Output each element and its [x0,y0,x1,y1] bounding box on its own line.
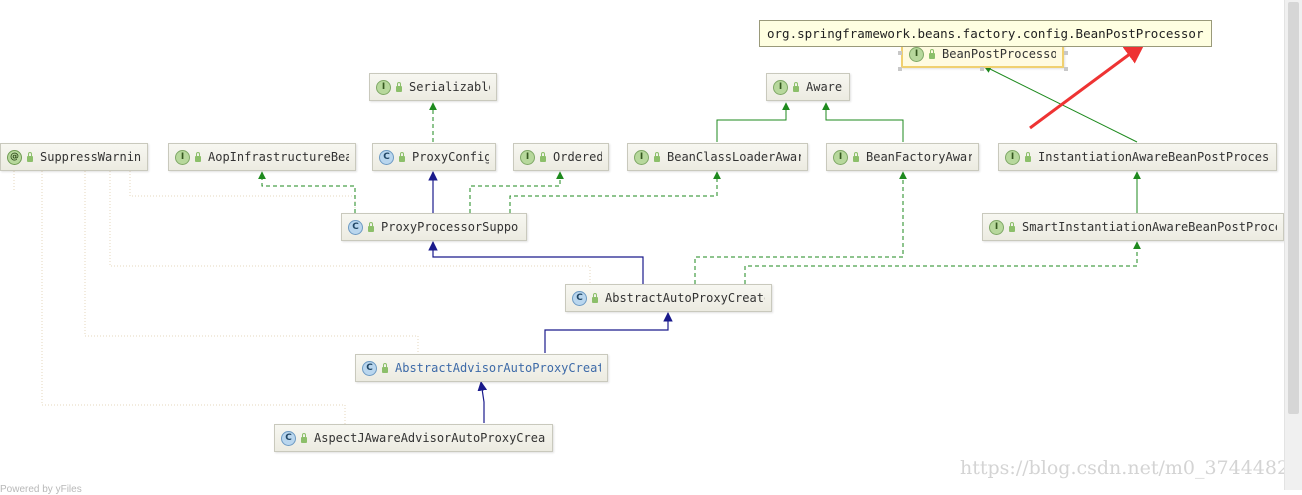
node-label: ProxyConfig [412,150,489,164]
selection-handle[interactable] [980,67,984,71]
public-lock-icon [853,152,859,162]
node-proxyconfig[interactable]: C ProxyConfig [372,143,496,171]
node-label: SmartInstantiationAwareBeanPostProcess [1022,220,1277,234]
selection-handle[interactable] [1064,67,1068,71]
interface-icon: I [989,219,1004,235]
class-icon: C [362,360,377,376]
interface-icon: I [634,149,649,165]
interface-icon: I [833,149,848,165]
public-lock-icon [301,433,307,443]
node-aopinfrastructurebean[interactable]: I AopInfrastructureBea [168,143,356,171]
node-beanclassloaderaware[interactable]: I BeanClassLoaderAwar [627,143,808,171]
node-aspectjawareadvisorautoproxycreator[interactable]: C AspectJAwareAdvisorAutoProxyCreat [274,424,553,452]
class-icon: C [379,149,394,165]
interface-icon: I [773,79,788,95]
node-serializable[interactable]: I Serializable [369,73,497,101]
class-icon: C [572,290,587,306]
public-lock-icon [27,152,33,162]
node-proxyprocessorsupport[interactable]: C ProxyProcessorSuppor [341,213,527,241]
node-label: Ordered [553,150,602,164]
watermark-url: https://blog.csdn.net/m0_37444820 [960,457,1302,479]
edge-proxyprocessorsupport-implements-aop [258,171,356,213]
node-abstractadvisorautoproxycreator[interactable]: C AbstractAdvisorAutoProxyCreat [355,354,608,382]
interface-icon: I [175,149,190,165]
public-lock-icon [396,82,402,92]
node-suppresswarnings[interactable]: @ SuppressWarnings [0,143,148,171]
edge-abstractautoproxycreator-implements-smartbpp [744,241,1141,284]
node-label: SuppressWarnings [40,150,141,164]
interface-icon: I [909,46,924,62]
public-lock-icon [793,82,799,92]
public-lock-icon [1025,152,1031,162]
red-annotation-arrow [1029,42,1146,130]
node-label: AbstractAdvisorAutoProxyCreat [395,361,601,375]
selection-handle[interactable] [1064,51,1068,55]
public-lock-icon [540,152,546,162]
edge-proxyprocessorsupport-implements-beanclassloaderaware [509,171,721,213]
public-lock-icon [929,49,935,59]
extends-edges [428,171,673,423]
node-aware[interactable]: I Aware [766,73,850,101]
edge-beanclassloaderaware-extends-aware [716,102,790,142]
class-icon: C [348,219,363,235]
public-lock-icon [654,152,660,162]
edge-abstractadvisorautoproxycreator-extends-abstractautoproxycreator [544,312,673,353]
node-label: ProxyProcessorSuppor [381,220,520,234]
vertical-scrollbar[interactable] [1284,0,1302,490]
node-label: AspectJAwareAdvisorAutoProxyCreat [314,431,546,445]
public-lock-icon [382,363,388,373]
node-label: BeanClassLoaderAwar [667,150,801,164]
node-instantiationawarebeanpostprocessor[interactable]: I InstantiationAwareBeanPostProcess [998,143,1277,171]
public-lock-icon [1009,222,1015,232]
class-icon: C [281,430,296,446]
selection-handle[interactable] [898,67,902,71]
edge-beanfactoryaware-extends-aware [822,102,904,142]
annotation-type-icon: @ [7,149,22,165]
node-abstractautoproxycreator[interactable]: C AbstractAutoProxyCreato [565,284,772,312]
node-ordered[interactable]: I Ordered [513,143,609,171]
interface-icon: I [376,79,391,95]
edge-proxyprocessorsupport-implements-ordered [469,171,564,213]
scrollbar-thumb[interactable] [1288,2,1299,414]
edge-abstractautoproxycreator-implements-beanfactoryaware [694,171,907,284]
implements-edges [258,102,1141,284]
public-lock-icon [368,222,374,232]
node-label: BeanPostProcessor [942,47,1056,61]
node-label: BeanFactoryAware [866,150,972,164]
fqcn-tooltip: org.springframework.beans.factory.config… [759,20,1212,47]
edge-aspectjaware-extends-abstractadvisorautoproxycreator [477,381,488,423]
node-label: Aware [806,80,843,94]
node-smartinstantiationawarebeanpostprocessor[interactable]: I SmartInstantiationAwareBeanPostProcess [982,213,1284,241]
public-lock-icon [592,293,598,303]
selection-handle[interactable] [898,51,902,55]
interface-icon: I [1005,149,1020,165]
public-lock-icon [399,152,405,162]
node-label: Serializable [409,80,490,94]
node-beanfactoryaware[interactable]: I BeanFactoryAware [826,143,979,171]
node-label: AopInfrastructureBea [208,150,349,164]
interface-icon: I [520,149,535,165]
node-label: AbstractAutoProxyCreato [605,291,765,305]
annotation-usage-lines [13,171,591,425]
node-label: InstantiationAwareBeanPostProcess [1038,150,1270,164]
public-lock-icon [195,152,201,162]
edge-abstractautoproxycreator-extends-proxyprocessorsupport [428,241,644,284]
